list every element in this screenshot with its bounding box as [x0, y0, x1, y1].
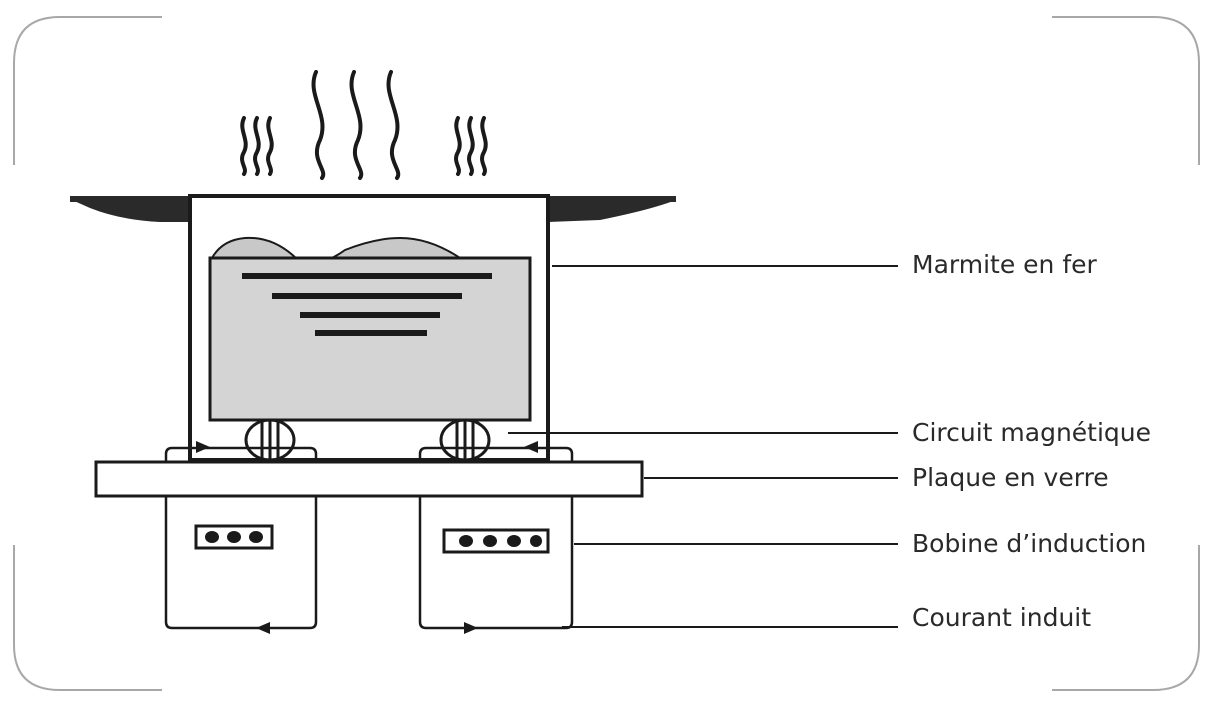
label-bobine: Bobine d’induction — [912, 529, 1146, 558]
steam-wisp — [266, 116, 274, 176]
arrow-bottom-left — [256, 622, 270, 634]
label-plaque: Plaque en verre — [912, 463, 1109, 492]
steam-wisp — [240, 116, 248, 176]
glass-plate — [94, 460, 644, 498]
label-courant: Courant induit — [912, 603, 1091, 632]
frame-corner-top-right — [1052, 16, 1200, 165]
coil-winding-icon — [244, 418, 491, 462]
liquid-body — [208, 256, 532, 422]
current-arrow-icon — [196, 441, 538, 634]
steam-wisp — [386, 70, 401, 180]
frame-corners — [13, 16, 1200, 691]
arrow-top-left — [196, 441, 210, 453]
stove-edge-right — [548, 196, 676, 202]
steam-icon — [240, 70, 488, 180]
steam-wisp — [253, 116, 261, 176]
arrow-bottom-right — [464, 622, 478, 634]
arrow-top-right — [524, 441, 538, 453]
steam-wisp — [454, 116, 462, 176]
stove-surface — [70, 196, 676, 222]
stove-edge-left — [70, 196, 190, 202]
iron-pot — [188, 194, 550, 462]
frame-corner-bottom-left — [13, 545, 162, 691]
frame-corner-bottom-right — [1052, 545, 1200, 691]
steam-wisp — [480, 116, 488, 176]
steam-wisp — [311, 70, 326, 180]
coil-terminals — [194, 524, 550, 554]
steam-wisp — [467, 116, 475, 176]
heat-lines — [242, 273, 492, 336]
frame-corner-top-left — [13, 16, 162, 165]
label-circuit: Circuit magnétique — [912, 418, 1151, 447]
coil-housing-left — [164, 446, 318, 630]
stove-surface-right — [548, 200, 676, 222]
leader-lines — [508, 265, 898, 628]
stove-surface-left — [72, 200, 190, 222]
label-marmite: Marmite en fer — [912, 250, 1098, 279]
steam-wisp — [349, 70, 364, 180]
